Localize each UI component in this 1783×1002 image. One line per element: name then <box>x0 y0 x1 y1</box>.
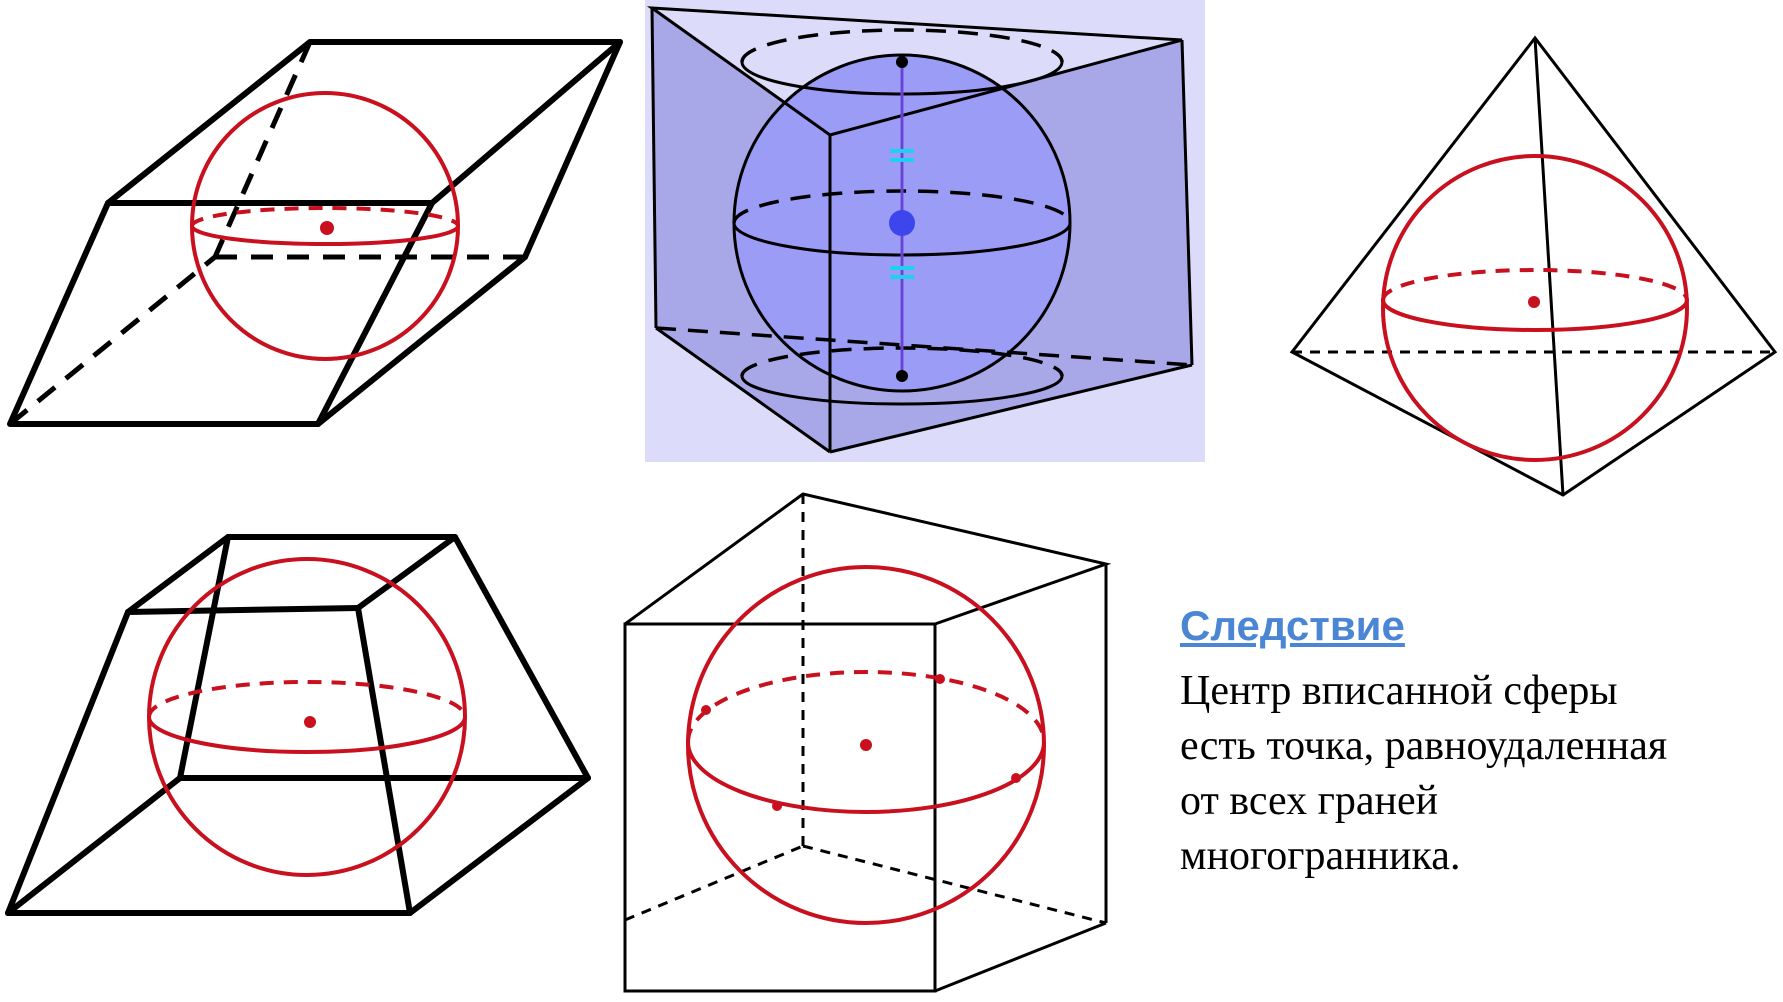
cube-touch-point-right <box>1011 773 1021 783</box>
frustum-bottom-left <box>5 775 183 916</box>
corollary-line: Центр вписанной сферы <box>1180 668 1618 714</box>
frustum-bottom-right <box>407 775 591 916</box>
prism-bottom-hidden-edge <box>655 326 1193 367</box>
cube-figure <box>623 492 1112 993</box>
tetrahedron-equator-front <box>1381 299 1689 332</box>
parallelepiped-top-edges <box>105 39 623 206</box>
corollary-text: Центр вписанной сферы есть точка, равноу… <box>1180 664 1770 884</box>
parallelepiped-bottom-right-edge <box>315 254 528 427</box>
tetrahedron-front-edge <box>1533 37 1565 496</box>
parallelepiped-hidden-back-left <box>8 255 217 426</box>
frustum-equator-back <box>147 680 467 718</box>
tetrahedron-outline <box>1289 35 1778 497</box>
cube-sphere-center <box>860 739 872 751</box>
frustum-figure <box>5 534 591 916</box>
corollary-line: есть точка, равноудаленная <box>1180 723 1668 769</box>
frustum-top-back <box>125 534 458 615</box>
parallelepiped-figure <box>7 39 623 427</box>
prism-bottom-touch-circle-front <box>740 375 1064 406</box>
cube-equator-back <box>686 670 1046 743</box>
frustum-front-right-edge <box>355 605 413 916</box>
parallelepiped-equator-front <box>190 225 460 246</box>
parallelepiped-hidden-back-vertical <box>212 40 313 259</box>
parallelepiped-sphere-center <box>320 221 334 235</box>
frustum-back-right-edge <box>452 534 591 781</box>
corollary-line: многогранника. <box>1180 833 1461 879</box>
cube-touch-point-back <box>935 674 945 684</box>
frustum-front-left-edge <box>5 609 131 916</box>
prism-equal-segments-mark-lower <box>890 266 914 279</box>
prism-equal-segments-mark-upper <box>890 149 914 162</box>
tetrahedron-figure <box>1289 35 1778 497</box>
cube-equator-front <box>686 741 1046 814</box>
corollary-line: от всех граней <box>1180 778 1439 824</box>
parallelepiped-right-edge <box>522 39 623 260</box>
tetrahedron-sphere <box>1381 154 1689 462</box>
frustum-equator-front <box>147 716 467 754</box>
prism-top-touch-point <box>896 56 908 68</box>
prism-bottom-touch-point <box>896 370 908 382</box>
prism-right-edge <box>1180 39 1194 366</box>
tetrahedron-sphere-center <box>1528 296 1540 308</box>
cube-bottom-right-edge <box>934 921 1107 993</box>
cube-touch-point-front <box>772 801 782 811</box>
prism-figure <box>645 0 1205 462</box>
prism-bottom-front-right <box>829 363 1193 454</box>
frustum-top-front <box>125 605 361 615</box>
prism-sphere-center <box>889 210 915 236</box>
tetrahedron-equator-back <box>1381 268 1689 301</box>
cube-hidden-bottom-back <box>802 844 1107 925</box>
prism-top-touch-circle-back <box>740 28 1064 63</box>
corollary-heading: Следствие <box>1180 602 1405 649</box>
cube-touch-point-left <box>701 705 711 715</box>
cube-top-right-edges <box>624 492 1112 626</box>
prism-left-edge <box>650 7 658 329</box>
frustum-back-left-edge <box>177 534 231 781</box>
prism-bottom-front-left <box>655 326 831 454</box>
frustum-sphere-center <box>304 716 316 728</box>
cube-hidden-bottom-left <box>624 844 804 922</box>
